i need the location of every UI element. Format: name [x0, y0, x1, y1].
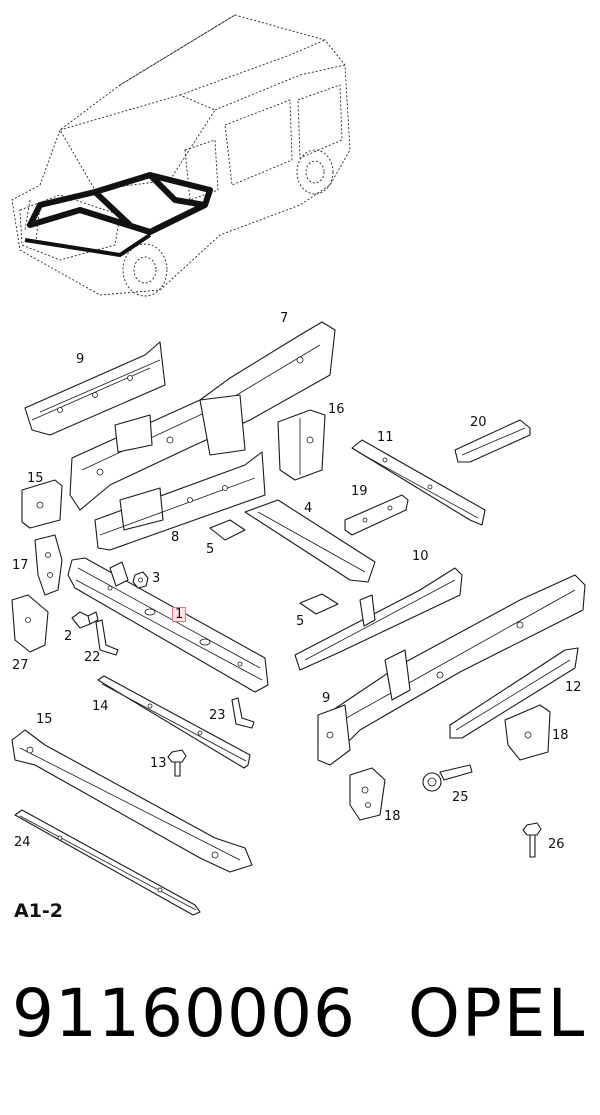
part-6-long-member	[69, 321, 336, 511]
part-18-bracket	[504, 704, 551, 761]
callout-3: 3	[152, 571, 161, 586]
part-23-bracket-lower	[231, 697, 255, 729]
part-26-bolt	[522, 822, 542, 858]
callout-27: 27	[12, 658, 29, 673]
callout-14: 14	[92, 699, 109, 714]
part-4-cross-member	[244, 499, 376, 583]
part-2-bolt	[71, 611, 99, 629]
part-number: 91160006	[12, 975, 356, 1052]
part-11-rail	[449, 647, 579, 739]
van-overview-drawing	[11, 14, 351, 297]
part-12-rail	[351, 439, 486, 526]
part-24-cross-member	[14, 809, 201, 916]
diagram-code: A1-2	[14, 900, 64, 922]
part-7-long-member	[94, 451, 266, 551]
callout-23-lower: 23	[209, 708, 226, 723]
callout-22: 20	[470, 415, 487, 430]
part-1-bumper-reinforcement	[67, 557, 269, 693]
part-25-tow-eye	[422, 764, 473, 792]
callout-1: 1	[172, 607, 187, 622]
part-16-bracket	[21, 479, 63, 529]
callout-19: 17	[12, 558, 29, 573]
callout-8: 9	[76, 352, 85, 367]
part-20-bracket	[349, 767, 386, 821]
callout-23-upper: 22	[84, 650, 101, 665]
callout-17: 16	[328, 402, 345, 417]
callout-5-lower: 5	[296, 614, 305, 629]
callout-5-upper: 5	[206, 542, 215, 557]
callout-20: 18	[384, 809, 401, 824]
part-22-bracket	[454, 419, 531, 463]
callout-25: 25	[452, 790, 469, 805]
callout-12: 11	[377, 430, 394, 445]
callout-2: 2	[64, 629, 73, 644]
part-10-member	[294, 567, 463, 671]
callout-10: 10	[412, 549, 429, 564]
callout-4: 4	[304, 501, 313, 516]
callout-26: 26	[548, 837, 565, 852]
part-23-bracket-upper	[95, 619, 119, 656]
callout-9: 9	[322, 691, 331, 706]
part-3-nut	[132, 571, 149, 589]
brand-name: OPEL	[408, 975, 587, 1052]
part-14-lower-rail	[97, 675, 251, 769]
callout-18: 18	[552, 728, 569, 743]
callout-16: 15	[27, 471, 44, 486]
part-15-cross-member	[11, 729, 253, 873]
callout-24: 24	[14, 835, 31, 850]
part-5-plates	[209, 519, 339, 615]
callout-6: 7	[280, 311, 289, 326]
callout-13: 13	[150, 756, 167, 771]
part-9-side-member	[317, 574, 586, 766]
callout-7: 8	[171, 530, 180, 545]
part-19-bracket	[34, 534, 63, 596]
callout-15: 15	[36, 712, 53, 727]
callout-21: 19	[351, 484, 368, 499]
part-27-bracket	[11, 594, 49, 653]
part-17-bracket	[277, 409, 326, 481]
part-13-bolt	[167, 749, 187, 777]
callout-11: 12	[565, 680, 582, 695]
part-8-rail	[24, 341, 166, 436]
part-21-bracket	[344, 494, 409, 536]
